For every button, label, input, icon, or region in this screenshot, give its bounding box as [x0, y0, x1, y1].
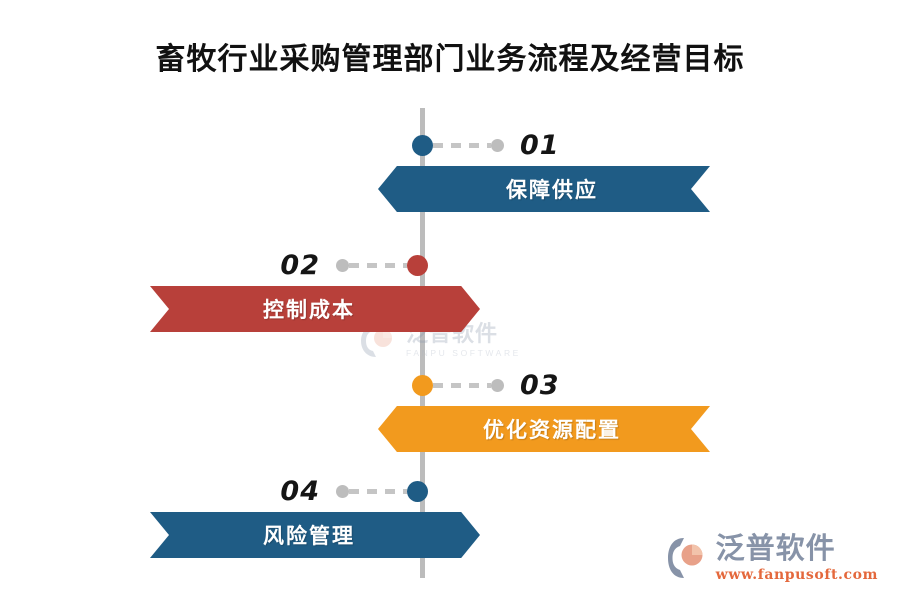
step-banner-04[interactable]: 风险管理 [150, 512, 480, 558]
banner-notch-01 [691, 166, 710, 212]
timeline-step-04: 04 风险管理 [0, 458, 900, 578]
banner-notch-02 [150, 286, 169, 332]
step-label-04: 风险管理 [263, 523, 355, 548]
timeline-step-03: 03 优化资源配置 [0, 352, 900, 472]
step-banner-01[interactable]: 保障供应 [378, 166, 710, 212]
step-dashed-line-02 [349, 262, 407, 268]
step-connector-03: 03 [412, 368, 560, 402]
step-connector-01: 01 [412, 128, 560, 162]
brand-url: www.fanpusoft.com [715, 567, 878, 583]
timeline-step-02: 02 控制成本 [0, 232, 900, 352]
step-end-dot-01 [491, 138, 504, 152]
step-marker-dot-04 [407, 480, 428, 502]
step-connector-02: 02 [280, 248, 428, 282]
banner-notch-03 [691, 406, 710, 452]
step-number-03: 03 [520, 369, 560, 401]
brand-logo: 泛普软件 www.fanpusoft.com [667, 534, 878, 582]
timeline-spine [420, 108, 425, 578]
page-title: 畜牧行业采购管理部门业务流程及经营目标 [155, 42, 745, 77]
step-number-04: 04 [280, 475, 320, 507]
step-end-dot-02 [336, 258, 349, 272]
step-label-03: 优化资源配置 [483, 417, 621, 442]
step-dashed-line-01 [433, 142, 491, 148]
step-label-02: 控制成本 [263, 297, 355, 322]
step-number-02: 02 [280, 249, 320, 281]
step-label-01: 保障供应 [506, 177, 598, 202]
step-banner-02[interactable]: 控制成本 [150, 286, 480, 332]
step-end-dot-03 [491, 378, 504, 392]
step-end-dot-04 [336, 484, 349, 498]
step-number-01: 01 [520, 129, 560, 161]
step-dashed-line-04 [349, 488, 407, 494]
timeline-step-01: 01 保障供应 [0, 112, 900, 232]
step-dashed-line-03 [433, 382, 491, 388]
banner-notch-04 [150, 512, 169, 558]
step-marker-dot-01 [412, 134, 433, 156]
step-marker-dot-02 [407, 254, 428, 276]
step-connector-04: 04 [280, 474, 428, 508]
brand-name-cn: 泛普软件 [715, 531, 836, 565]
step-banner-03[interactable]: 优化资源配置 [378, 406, 710, 452]
brand-logo-icon [667, 536, 709, 580]
step-marker-dot-03 [412, 374, 433, 396]
